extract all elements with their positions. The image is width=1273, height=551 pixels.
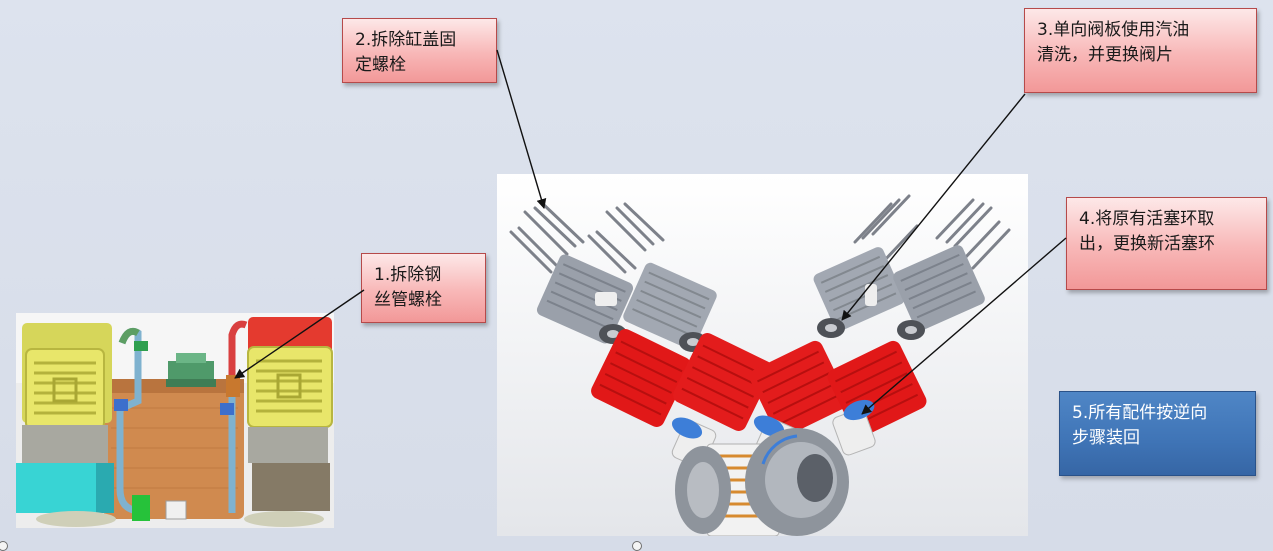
step-2-arrow [496, 49, 547, 209]
step-1-line-1: 1.拆除钢 [374, 265, 442, 285]
step-3-line-1: 3.单向阀板使用汽油 [1037, 20, 1190, 40]
step-4-line-1: 4.将原有活塞环取 [1079, 209, 1215, 229]
step-4-arrow [861, 237, 1067, 415]
step-1-arrow [234, 289, 365, 379]
step-4-callout: 4.将原有活塞环取 出，更换新活塞环 [1066, 197, 1267, 290]
step-2-callout: 2.拆除缸盖固 定螺栓 [342, 18, 497, 83]
exploded-view-image [497, 174, 1028, 536]
step-5-line-1: 5.所有配件按逆向 [1072, 403, 1208, 423]
step-1-callout: 1.拆除钢 丝管螺栓 [361, 253, 486, 323]
step-1-line-2: 丝管螺栓 [374, 290, 442, 310]
step-3-arrow [841, 93, 1026, 321]
step-5-line-2: 步骤装回 [1072, 428, 1140, 448]
step-5-callout: 5.所有配件按逆向 步骤装回 [1059, 391, 1256, 476]
step-4-line-2: 出，更换新活塞环 [1079, 234, 1215, 254]
step-2-line-2: 定螺栓 [355, 55, 406, 75]
step-2-line-1: 2.拆除缸盖固 [355, 30, 457, 50]
step-3-callout: 3.单向阀板使用汽油 清洗，并更换阀片 [1024, 8, 1257, 93]
slide-handle-bottom-center[interactable] [632, 541, 642, 551]
assembled-compressor-image [16, 313, 334, 528]
step-3-line-2: 清洗，并更换阀片 [1037, 45, 1173, 65]
